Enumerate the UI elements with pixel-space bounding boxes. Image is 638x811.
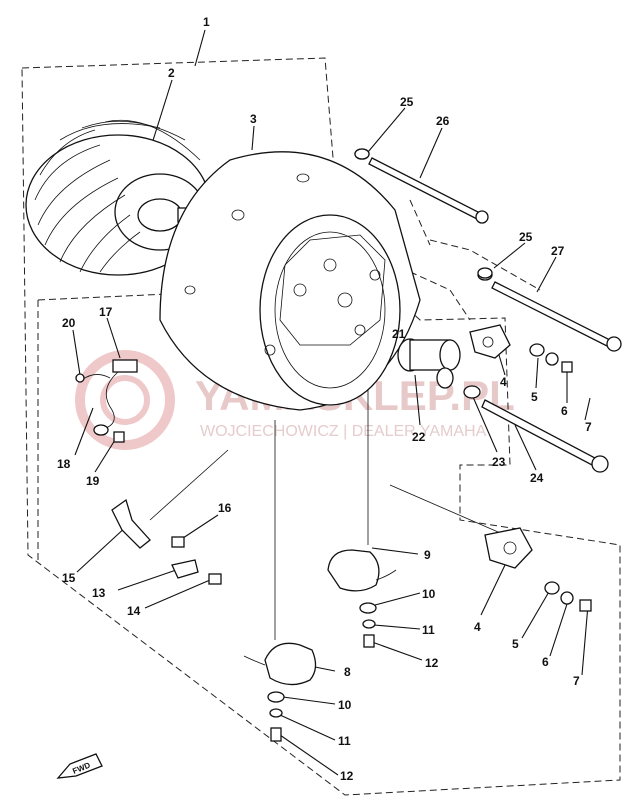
- callout-16: 16: [218, 501, 232, 515]
- callout-25-lower: 25: [519, 230, 533, 244]
- callout-25-upper: 25: [400, 95, 414, 109]
- callout-11-upper: 11: [422, 623, 435, 637]
- callout-27: 27: [551, 244, 565, 258]
- brush-9: [327, 549, 397, 648]
- callout-8: 8: [344, 665, 351, 679]
- callout-2: 2: [168, 66, 175, 80]
- bearing-assembly: [397, 338, 461, 389]
- callout-15: 15: [62, 571, 76, 585]
- bracket-assembly: [111, 498, 222, 585]
- callout-14: 14: [127, 604, 141, 618]
- callout-23: 23: [492, 455, 506, 469]
- callout-26: 26: [436, 114, 450, 128]
- washer-25-lower: [477, 267, 493, 279]
- watermark-logo-icon: [75, 350, 175, 450]
- brush-holder-lower: [484, 527, 592, 612]
- callout-9: 9: [424, 548, 431, 562]
- callout-24: 24: [530, 471, 544, 485]
- washer-25-upper: [354, 148, 370, 160]
- callout-7-lower: 7: [573, 674, 580, 688]
- brush-holder-upper: [469, 324, 573, 373]
- callout-12-lower: 12: [340, 769, 354, 783]
- callout-20: 20: [62, 316, 76, 330]
- forward-direction-marker: FWD: [56, 753, 103, 779]
- callout-10-upper: 10: [422, 587, 436, 601]
- callout-4-upper: 4: [500, 375, 507, 389]
- callout-12-upper: 12: [425, 656, 439, 670]
- callout-21: 21: [392, 327, 406, 341]
- brush-lead: [75, 359, 138, 443]
- watermark-subtitle: WOJCIECHOWICZ | DEALER YAMAHA: [200, 423, 487, 440]
- callout-6-lower: 6: [542, 655, 549, 669]
- callout-10-lower: 10: [338, 698, 352, 712]
- callout-3: 3: [250, 112, 257, 126]
- callout-19: 19: [86, 474, 100, 488]
- callout-6-upper: 6: [561, 404, 568, 418]
- callout-13: 13: [92, 586, 106, 600]
- armature-rotor: [25, 119, 211, 276]
- callout-17: 17: [99, 305, 113, 319]
- callout-4-lower: 4: [474, 620, 481, 634]
- callout-11-lower: 11: [338, 734, 351, 748]
- generator-housing: [159, 151, 421, 411]
- brush-8: [243, 642, 317, 742]
- callout-1: 1: [203, 15, 210, 29]
- leader-lines: [72, 29, 591, 776]
- callout-7-upper: 7: [585, 420, 592, 434]
- callout-22: 22: [412, 430, 426, 444]
- callout-18: 18: [57, 457, 71, 471]
- callout-5-upper: 5: [531, 390, 538, 404]
- callout-5-lower: 5: [512, 637, 519, 651]
- callout-labels: 1 2 3 25 26 25 27 17 20 21 4 5 6 7 22 18…: [57, 15, 592, 783]
